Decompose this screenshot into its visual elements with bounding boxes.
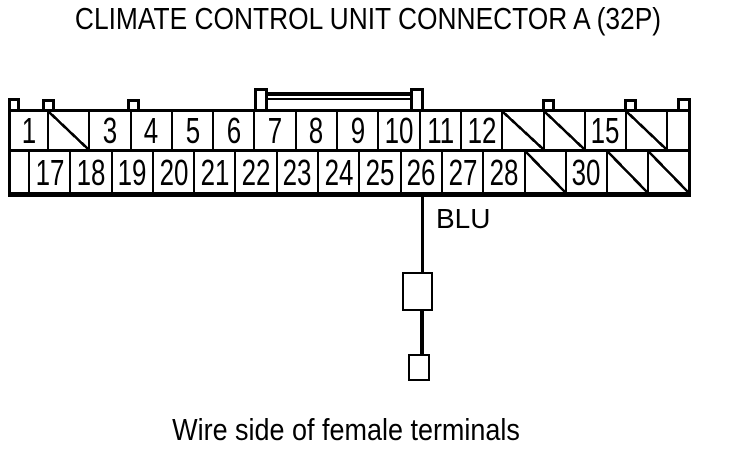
terminal-27: 27 [443, 152, 485, 192]
terminal-11: 11 [421, 112, 462, 149]
terminal-13-unused [503, 112, 545, 149]
latch-bridge-bar [266, 92, 412, 100]
terminal-30: 30 [567, 152, 609, 192]
terminal-1: 1 [11, 112, 49, 149]
latch-post-right [410, 88, 424, 109]
terminal-10: 10 [379, 112, 421, 149]
component-symbol-box-large [402, 272, 433, 311]
terminal-12: 12 [462, 112, 504, 149]
terminal-row-bottom: 17 18 19 20 21 22 23 24 25 26 27 28 30 [11, 152, 688, 192]
terminal-22: 22 [236, 152, 278, 192]
terminal-5: 5 [173, 112, 215, 149]
terminal-9: 9 [338, 112, 380, 149]
terminal-8: 8 [297, 112, 339, 149]
wire-blu-lower-segment [420, 309, 424, 356]
page-title: CLIMATE CONTROL UNIT CONNECTOR A (32P) [74, 1, 662, 36]
shell-filler-bottom-left [11, 152, 30, 192]
caption-text: Wire side of female terminals [172, 412, 520, 447]
terminal-15: 15 [586, 112, 628, 149]
terminal-row-top: 1 3 4 5 6 7 8 9 10 11 12 15 [11, 112, 688, 152]
terminal-29-unused [525, 152, 567, 192]
shell-tab [624, 99, 637, 109]
terminal-7: 7 [255, 112, 297, 149]
terminal-25: 25 [360, 152, 402, 192]
terminal-14-unused [544, 112, 586, 149]
terminal-4: 4 [132, 112, 173, 149]
terminal-20: 20 [154, 152, 196, 192]
terminal-26: 26 [402, 152, 443, 192]
connector-shell: 1 3 4 5 6 7 8 9 10 11 12 15 17 18 19 20 … [8, 109, 691, 197]
shell-filler-top-right [668, 112, 688, 149]
terminal-32-unused [649, 152, 688, 192]
terminal-18: 18 [71, 152, 113, 192]
terminal-3: 3 [90, 112, 132, 149]
wire-blu-upper-segment [421, 196, 424, 273]
shell-tab [127, 99, 140, 109]
terminal-16-unused [627, 112, 669, 149]
component-symbol-box-small [408, 354, 430, 381]
terminal-31-unused [608, 152, 650, 192]
terminal-19: 19 [113, 152, 154, 192]
terminal-17: 17 [30, 152, 72, 192]
terminal-6: 6 [214, 112, 256, 149]
terminal-28: 28 [484, 152, 526, 192]
terminal-24: 24 [319, 152, 361, 192]
shell-corner-post-left [8, 98, 20, 109]
shell-corner-post-right [677, 98, 691, 109]
terminal-23: 23 [278, 152, 320, 192]
latch-post-left [254, 88, 268, 109]
terminal-21: 21 [195, 152, 237, 192]
terminal-2-unused [49, 112, 91, 149]
shell-tab [542, 99, 555, 109]
shell-tab [42, 99, 55, 109]
wire-color-label: BLU [436, 203, 491, 234]
